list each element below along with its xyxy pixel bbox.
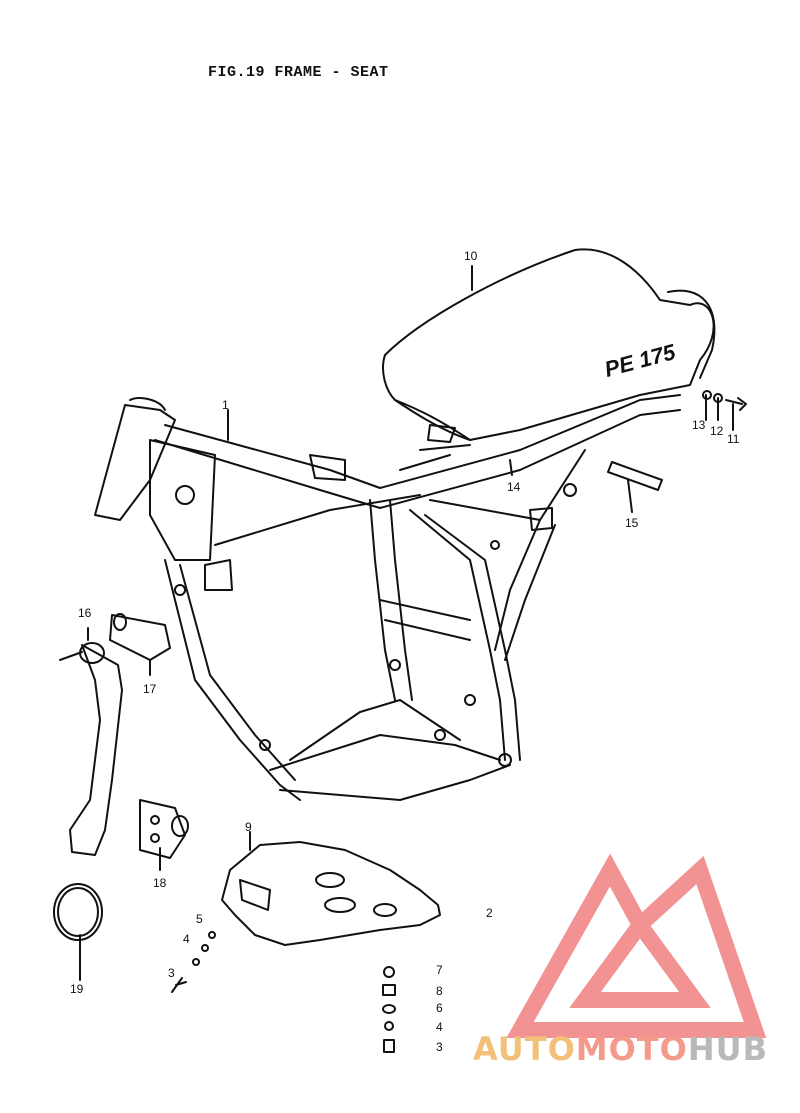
callout-17: 17 — [143, 682, 157, 696]
callout-3a: 3 — [168, 966, 175, 980]
callout-10: 10 — [464, 249, 478, 263]
side-stand — [59, 642, 123, 856]
seat — [382, 248, 716, 441]
callout-1: 1 — [222, 398, 229, 412]
callout-15: 15 — [625, 516, 639, 530]
callout-19: 19 — [70, 982, 84, 996]
callout-13: 13 — [692, 418, 706, 432]
callout-4a: 4 — [183, 932, 190, 946]
callout-2: 2 — [486, 906, 493, 920]
callout-18: 18 — [153, 876, 167, 890]
callout-3b: 3 — [436, 1040, 443, 1054]
watermark-text: AUTOMOTOHUB — [473, 1030, 768, 1068]
callout-16: 16 — [78, 606, 92, 620]
watermark-hub: HUB — [687, 1030, 769, 1068]
callout-14: 14 — [507, 480, 521, 494]
frame — [94, 394, 681, 801]
callout-6: 6 — [436, 1001, 443, 1015]
callout-4b: 4 — [436, 1020, 443, 1034]
callout-8: 8 — [436, 984, 443, 998]
skid-plate — [221, 841, 441, 946]
callout-9: 9 — [245, 820, 252, 834]
callout-12: 12 — [710, 424, 724, 438]
watermark-auto: AUTO — [473, 1030, 576, 1068]
callout-5a: 5 — [196, 912, 203, 926]
watermark-logo — [506, 853, 767, 1038]
callout-7: 7 — [436, 963, 443, 977]
watermark-moto: MOTO — [575, 1030, 688, 1068]
figure-title: FIG.19 FRAME - SEAT — [208, 64, 389, 81]
callout-11: 11 — [727, 432, 740, 446]
